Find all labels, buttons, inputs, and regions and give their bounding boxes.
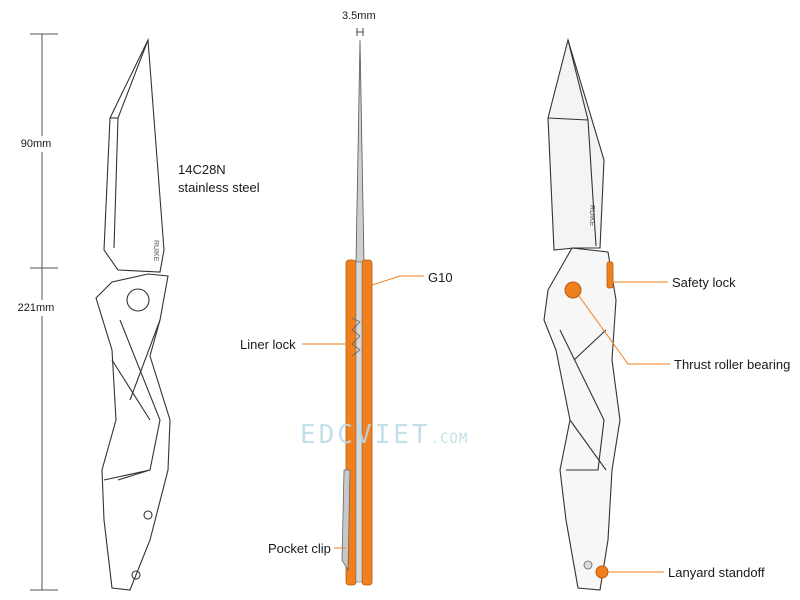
- blade-length-label: 90mm: [20, 136, 52, 152]
- callout-leaders: [302, 275, 670, 573]
- pocket-clip-label: Pocket clip: [268, 541, 331, 556]
- liner-lock-label: Liner lock: [240, 337, 296, 352]
- brand-mark-left: RUIKE: [152, 240, 159, 262]
- lanyard-standoff-part: [595, 565, 609, 579]
- pocket-clip-shape: [341, 469, 351, 572]
- thickness-label: 3.5mm: [342, 10, 376, 22]
- watermark: EDCVIET.COM: [300, 420, 469, 450]
- steel-type-label: stainless steel: [178, 180, 260, 195]
- thrust-bearing-label: Thrust roller bearing: [674, 357, 791, 372]
- knife-edge-view: [341, 28, 373, 586]
- knife-side-view-left: RUIKE: [95, 37, 171, 591]
- safety-lock-label: Safety lock: [672, 275, 736, 290]
- lanyard-standoff-label: Lanyard standoff: [668, 565, 765, 580]
- g10-label: G10: [428, 270, 453, 285]
- safety-lock-part: [606, 261, 614, 289]
- steel-grade-label: 14C28N: [178, 162, 226, 177]
- brand-mark-right: RUIKE: [588, 205, 595, 227]
- thrust-roller-bearing-pivot: [564, 281, 582, 299]
- overall-length-label: 221mm: [17, 300, 55, 316]
- knife-side-view-right: RUIKE: [543, 37, 621, 591]
